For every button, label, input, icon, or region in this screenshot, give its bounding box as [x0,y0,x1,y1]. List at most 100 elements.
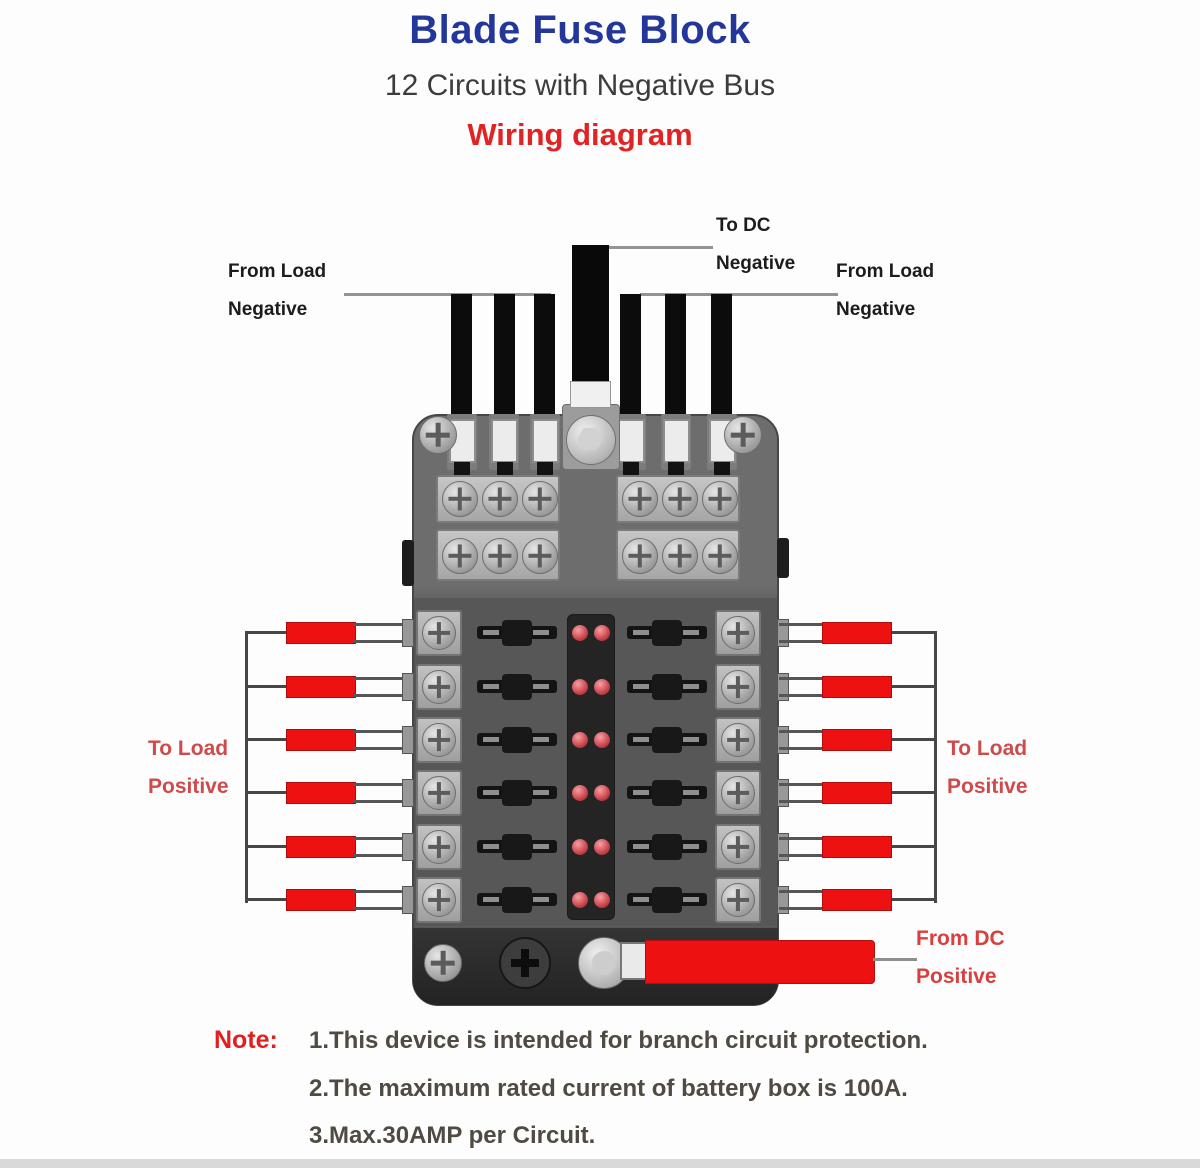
fuse-contact [633,844,649,849]
phillips-screw-icon [424,944,462,982]
leader-line-from-load-negative-right [640,293,838,296]
terminal-screw-icon [721,883,755,917]
wire-crimp [532,419,559,463]
fuse-contact [533,630,549,635]
crimp-prong [354,623,412,626]
led-strip [567,614,615,920]
load-wire-red [822,676,892,698]
fuse-contact [483,844,499,849]
label-to-load-positive-left: To Load Positive [148,738,229,814]
label-line: From DC [916,927,1005,950]
fuse-body [652,834,682,860]
terminal-screw-icon [522,481,558,517]
led-indicator-icon [572,732,588,748]
terminal-screw-icon [721,616,755,650]
crimp-prong [779,747,824,750]
crimp-prong [354,837,412,840]
fuse-contact [683,897,699,902]
blade-fuse-icon [477,620,557,646]
fuse-row [412,876,779,924]
crimp-prong [354,677,412,680]
leader-line-from-load-negative-left [344,293,551,296]
fuse-contact [533,684,549,689]
negative-bus-plate [436,529,560,581]
terminal-screw-icon [721,830,755,864]
led-indicator-icon [594,839,610,855]
label-from-dc-positive: From DC Positive [916,928,1005,1004]
fuse-row [412,823,779,871]
terminal-screw-icon [662,538,698,574]
fuse-contact [633,684,649,689]
wire-lead-line [245,791,288,794]
fuse-row [412,663,779,711]
fuse-contact [483,790,499,795]
led-indicator-icon [572,679,588,695]
fuse-body [502,620,532,646]
label-line: Negative [228,299,308,320]
negative-wire [711,294,732,426]
terminal-screw-icon [721,670,755,704]
load-wire-red [286,729,356,751]
label-line: Positive [916,965,997,988]
note-item: 3.Max.30AMP per Circuit. [309,1122,596,1149]
terminal-screw-icon [482,481,518,517]
fuse-body [652,620,682,646]
load-terminal-block [416,610,462,656]
leader-line-from-dc-positive [873,958,917,961]
crimp-prong [779,800,824,803]
fuse-contact [533,790,549,795]
label-from-load-negative-left: From Load Negative [228,262,326,338]
fuse-contact [483,684,499,689]
wire-lead-line [892,738,935,741]
load-terminal-block [715,717,761,763]
terminal-tab [454,462,470,477]
load-wire-red [286,889,356,911]
fuse-contact [483,897,499,902]
terminal-screw-icon [422,616,456,650]
negative-wire [451,294,472,426]
negative-bus-plate [616,529,740,581]
terminal-screw-icon [422,723,456,757]
note-item: 2.The maximum rated current of battery b… [309,1075,908,1102]
fuse-row [412,609,779,657]
wire-lead-line [245,631,288,634]
label-line: To Load [148,737,229,760]
load-terminal-block [416,877,462,923]
label-line: To DC [716,215,771,236]
wire-lead-line [245,845,288,848]
crimp-prong [354,730,412,733]
terminal-screw-icon [442,538,478,574]
wire-crimp [491,419,518,463]
wire-crimp [618,419,645,463]
blade-fuse-icon [627,780,707,806]
load-wire-red [822,836,892,858]
load-terminal-block [715,824,761,870]
crimp-prong [779,783,824,786]
crimp-prong [779,677,824,680]
phillips-screw-icon [724,416,762,454]
blade-fuse-icon [627,887,707,913]
load-wire-red [822,889,892,911]
crimp-prong [354,800,412,803]
harness-row [0,876,1200,924]
fuse-body [502,887,532,913]
led-indicator-icon [572,625,588,641]
note-label: Note: [214,1026,278,1054]
load-wire-red [286,676,356,698]
crimp-prong [779,623,824,626]
page-title: Blade Fuse Block [409,8,751,52]
fuse-row [412,769,779,817]
terminal-screw-icon [622,481,658,517]
terminal-screw-icon [482,538,518,574]
negative-wire [534,294,555,426]
load-wire-red [822,782,892,804]
label-line: Negative [716,253,796,274]
load-terminal-block [416,824,462,870]
fuse-contact [683,684,699,689]
fuse-body [502,727,532,753]
terminal-nub [402,673,414,701]
load-wire-red [286,836,356,858]
led-indicator-icon [594,732,610,748]
load-terminal-block [416,717,462,763]
